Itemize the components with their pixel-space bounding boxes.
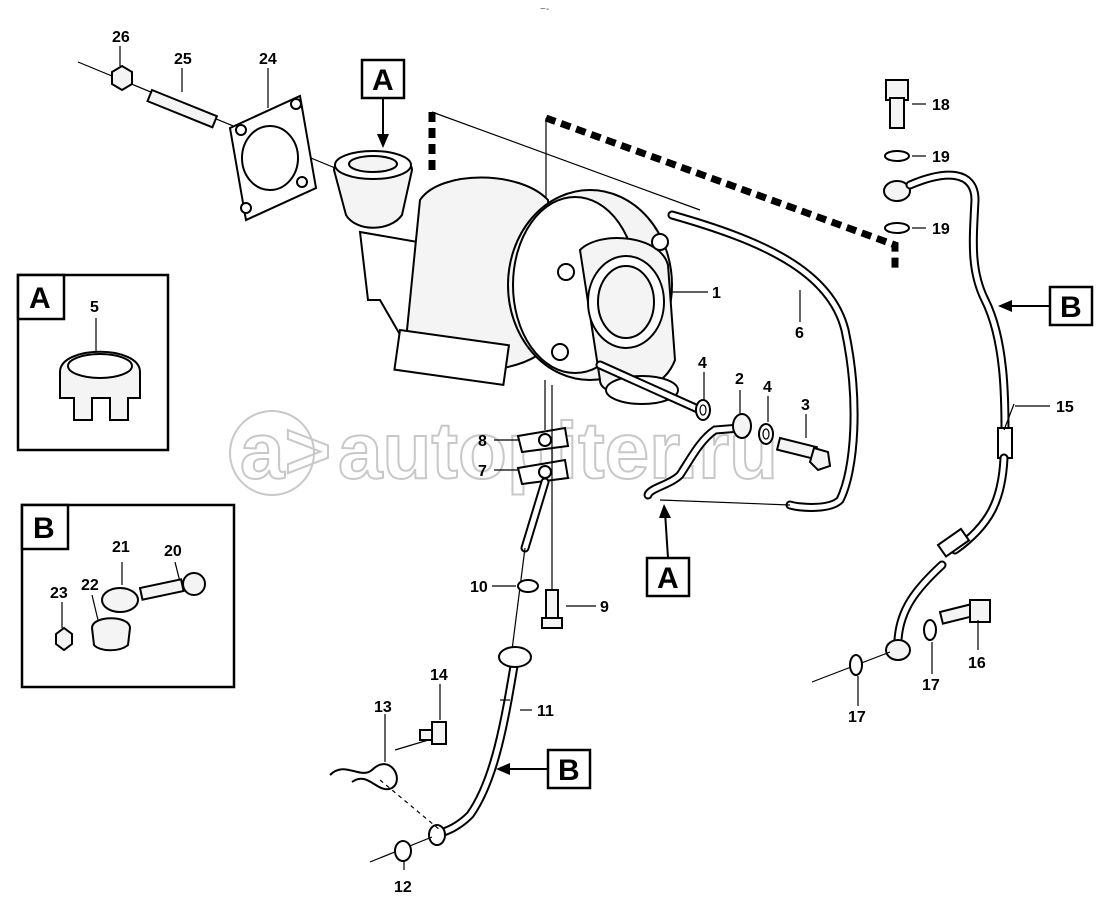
watermark-text: autopiter.ru <box>338 406 778 495</box>
gasket-8 <box>516 426 570 454</box>
callout-21: 21 <box>112 539 130 556</box>
detail-box-b-label: B <box>33 512 55 545</box>
callout-6: 6 <box>795 325 804 342</box>
view-marker-b-right-label: B <box>1060 291 1082 324</box>
callout-25: 25 <box>174 51 192 68</box>
callout-10: 10 <box>470 579 488 596</box>
callout-9: 9 <box>600 599 609 616</box>
callout-1: 1 <box>712 285 721 302</box>
callout-17b: 17 <box>922 677 940 694</box>
view-marker-a-bottom-label: A <box>657 562 679 595</box>
callout-4b: 4 <box>763 379 772 396</box>
callout-8: 8 <box>478 433 487 450</box>
view-marker-a-top: A <box>360 58 406 148</box>
watermark-logo: a> <box>240 406 331 495</box>
bolt-16 <box>938 599 991 625</box>
clamp-5-installed <box>332 150 414 229</box>
top-mark: ~- <box>540 4 549 15</box>
oring-10 <box>517 579 539 593</box>
callout-7: 7 <box>478 463 487 480</box>
view-marker-a-bottom: A <box>645 504 691 598</box>
bolt-14 <box>394 721 447 751</box>
detail-box-b: B <box>20 503 236 689</box>
detail-box-a-label: A <box>29 282 51 315</box>
hose-6 <box>659 210 859 512</box>
washer-19a <box>884 150 910 162</box>
washer-4a <box>695 399 711 421</box>
callout-17a: 17 <box>848 709 866 726</box>
washer-4b <box>758 423 774 445</box>
view-marker-b-bottom: B <box>496 748 592 790</box>
flange-7 <box>516 458 570 486</box>
view-marker-b-right: B <box>998 285 1094 327</box>
oil-line-15 <box>885 170 1013 661</box>
callout-11: 11 <box>537 703 554 720</box>
return-pipe-upper <box>511 380 553 651</box>
washer-17a <box>811 651 891 683</box>
callout-14: 14 <box>430 667 448 684</box>
leader-lines <box>119 46 1050 870</box>
callout-26: 26 <box>112 29 130 46</box>
view-marker-a-top-label: A <box>372 64 394 97</box>
return-pipe-11 <box>428 646 532 846</box>
detail-box-a: A <box>16 273 170 452</box>
callout-3: 3 <box>801 397 810 414</box>
view-a-dashed-link <box>428 111 899 268</box>
callout-2: 2 <box>735 371 744 388</box>
callout-15: 15 <box>1056 399 1074 416</box>
turbocharger-1 <box>358 176 679 405</box>
bolt-3 <box>775 436 832 472</box>
view-marker-b-bottom-label: B <box>558 754 580 787</box>
callout-22: 22 <box>81 577 99 594</box>
callout-4a: 4 <box>698 355 707 372</box>
callout-16: 16 <box>968 655 986 672</box>
banjo-2 <box>732 413 752 439</box>
clip-13 <box>329 763 441 831</box>
washer-17b <box>923 619 937 641</box>
callout-20: 20 <box>164 543 182 560</box>
callout-19a: 19 <box>932 149 950 166</box>
callout-19b: 19 <box>932 221 950 238</box>
bolt-9 <box>541 589 563 629</box>
oring-12 <box>369 836 433 863</box>
callout-24: 24 <box>259 51 277 68</box>
callout-12: 12 <box>394 879 412 896</box>
oil-feed-pipe <box>595 360 745 500</box>
callout-23: 23 <box>50 585 68 602</box>
callout-13: 13 <box>374 699 392 716</box>
banjo-upper <box>883 180 911 202</box>
washer-19b <box>884 222 910 234</box>
callout-labels: 26 25 24 1 6 4 2 4 3 8 7 10 9 11 12 13 1… <box>50 29 1074 896</box>
gasket-24 <box>228 94 318 222</box>
callout-5: 5 <box>90 299 99 316</box>
stud-25 <box>146 88 219 129</box>
callout-18: 18 <box>932 97 950 114</box>
bolt-18 <box>885 79 909 129</box>
